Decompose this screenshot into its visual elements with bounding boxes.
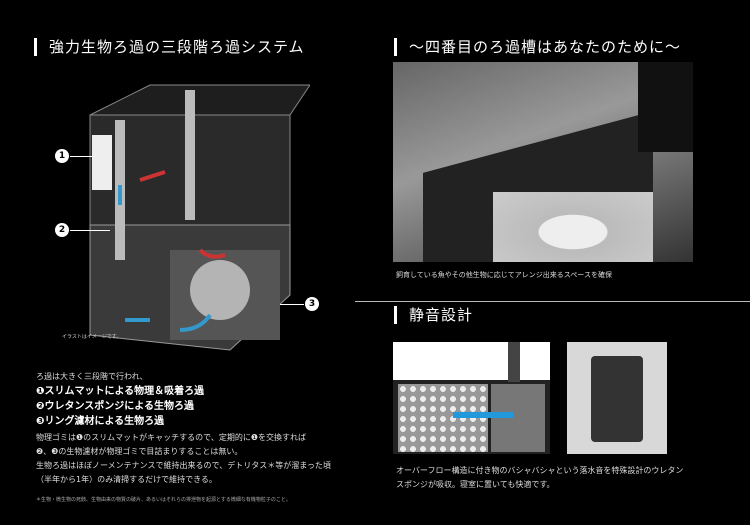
step-3: ❸リング濾材による生物ろ過: [36, 416, 165, 427]
body-line: オーバーフロー構造に付き物のバシャバシャという落水音を特殊設計のウレタン: [396, 466, 684, 475]
right-heading: ～四番目のろ過槽はあなたのために～: [394, 38, 681, 56]
illustration-caption: イラストはイメージです。: [62, 334, 122, 340]
body-line: 生物ろ過はほぼノーメンテナンスで維持出来るので、デトリタス＊等が溜まった頃: [36, 461, 331, 470]
body-line: スポンジが吸収。寝室に置いても快適です。: [396, 480, 555, 489]
step-2: ❷ウレタンスポンジによる生物ろ過: [36, 401, 194, 412]
marker-2: 2: [55, 223, 69, 237]
marker-1: 1: [55, 149, 69, 163]
body-line: ❷、❸の生物濾材が物理ゴミで目詰まりすることは無い。: [36, 447, 243, 456]
fourth-chamber-photo: [393, 62, 693, 262]
intro-text: ろ過は大きく三段階で行われ、: [36, 372, 148, 381]
body-line: （半年から1年）のみ清掃するだけで維持できる。: [36, 475, 217, 484]
filter-illustration: [89, 84, 310, 351]
silent-diagram: [393, 342, 550, 454]
sponge-photo: [567, 342, 667, 454]
marker-3: 3: [305, 297, 319, 311]
left-text: ろ過は大きく三段階で行われ、 ❶スリムマットによる物理＆吸着ろ過 ❷ウレタンスポ…: [36, 370, 356, 507]
footnote: ＊生物・微生物の死骸、生物由来の物質の破片、あるいはそれらの排泄物を起源とする微…: [36, 497, 291, 503]
body-line: 物理ゴミは❶のスリムマットがキャッチするので、定期的に❶を交換すれば: [36, 433, 307, 442]
step-1: ❶スリムマットによる物理＆吸着ろ過: [36, 386, 205, 397]
photo-caption: 飼育している魚やその他生物に応じてアレンジ出来るスペースを確保: [396, 271, 612, 279]
left-heading: 強力生物ろ過の三段階ろ過システム: [34, 38, 305, 56]
silent-text: オーバーフロー構造に付き物のバシャバシャという落水音を特殊設計のウレタン スポン…: [396, 464, 683, 492]
slim-mat: [92, 135, 112, 190]
silent-heading: 静音設計: [394, 306, 473, 324]
